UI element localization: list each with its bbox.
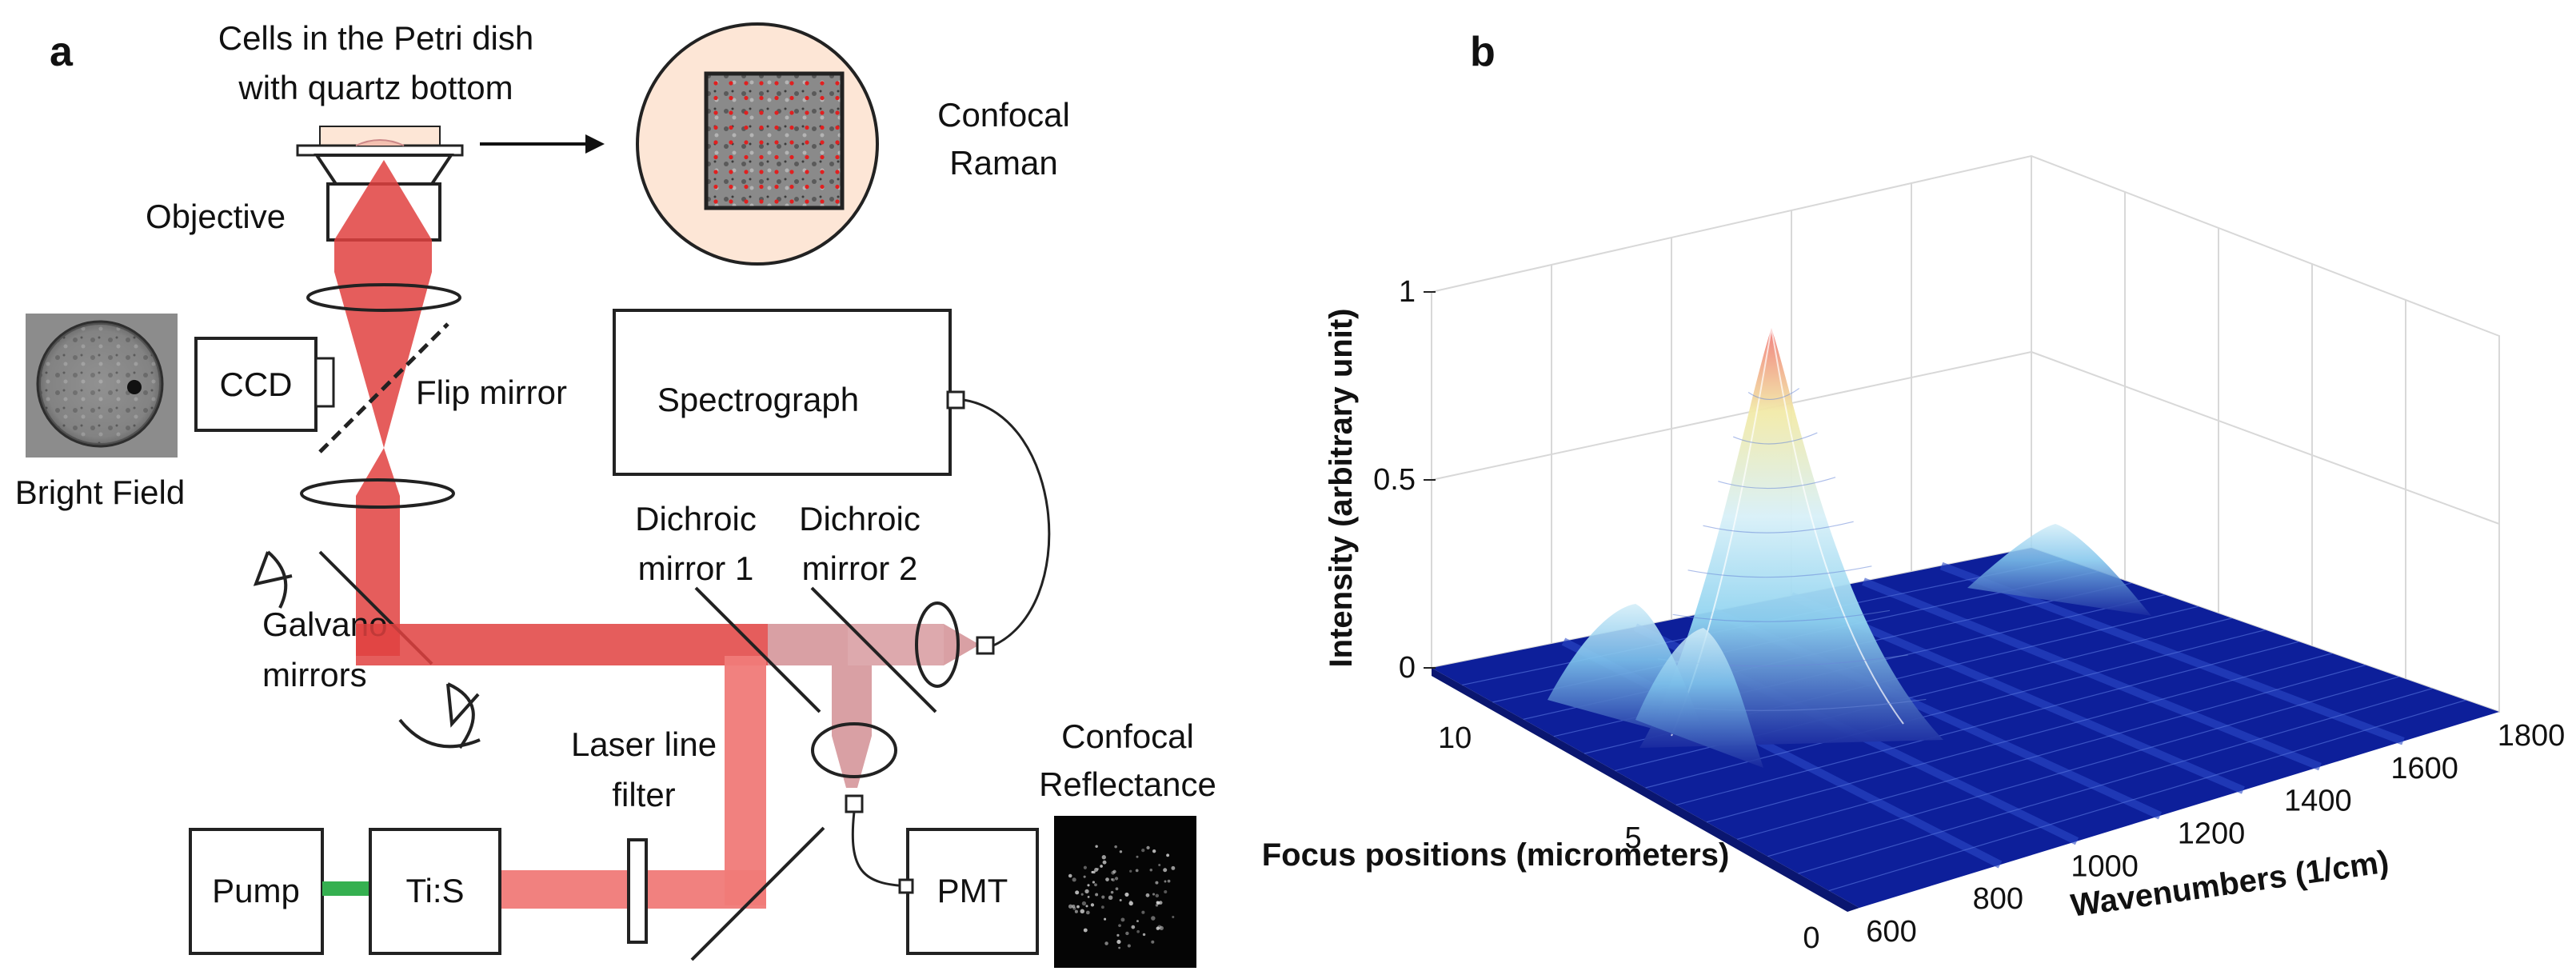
- z-tick-label: 1: [1399, 275, 1416, 309]
- spectrograph: [613, 309, 952, 476]
- panel-a: a Cells in the Petri dish with quartz bo…: [15, 19, 1216, 968]
- dichroic-mirror-1: [694, 586, 821, 713]
- spectro-lens: [915, 601, 960, 688]
- peak-1450: [1967, 524, 2151, 616]
- panel-b: b Intensity (arbit: [1262, 29, 2566, 955]
- pmt-lens: [811, 722, 897, 778]
- y-axis-label: Focus positions (micrometers): [1262, 837, 1730, 873]
- pmt-fiber: [851, 811, 909, 888]
- laser-vertical-beam: [725, 656, 766, 905]
- ccd-camera: [194, 337, 335, 432]
- turning-mirror: [690, 826, 825, 961]
- spectro-fiber-tip: [976, 636, 995, 655]
- reflectance-label-line2: Reflectance: [1039, 765, 1216, 803]
- z-axis-label: Intensity (arbitrary unit): [1324, 309, 1359, 668]
- ccd-label: CCD: [220, 366, 293, 403]
- dichroic-mirror-2: [810, 586, 937, 713]
- dichroic2-label-line1: Dichroic: [799, 500, 921, 537]
- tube-lens: [306, 283, 461, 312]
- spectral-surface: [1432, 327, 2499, 912]
- x-tick-label: 600: [1866, 915, 1916, 949]
- bright-field-label: Bright Field: [15, 474, 185, 511]
- z-tick-label: 0.5: [1373, 463, 1416, 497]
- horizontal-beam: [356, 624, 980, 665]
- flip-mirror-label: Flip mirror: [416, 374, 567, 411]
- tis-laser: [369, 828, 501, 955]
- x-tick-label: 1000: [2071, 849, 2139, 883]
- spectrograph-port: [946, 390, 965, 410]
- pmt-port: [898, 878, 914, 894]
- reflectance-label-line1: Confocal: [1061, 717, 1194, 755]
- filter-label-line2: filter: [612, 776, 675, 813]
- arrow-to-raman: [480, 134, 605, 154]
- x-tick-label: 1600: [2390, 752, 2458, 785]
- pump-laser: [189, 828, 324, 955]
- pump-link: [322, 881, 370, 896]
- pmt-detector: [906, 828, 1039, 955]
- x-tick-label: 800: [1973, 882, 2023, 916]
- objective-label: Objective: [146, 198, 286, 235]
- relay-lens: [300, 478, 455, 509]
- reflectance-image: [1054, 816, 1196, 968]
- sample-label-line2: with quartz bottom: [238, 69, 513, 106]
- vertical-beam: [334, 160, 432, 656]
- pmt-beam: [832, 665, 872, 788]
- bright-field-image: [26, 314, 178, 458]
- flip-mirror: [318, 322, 449, 454]
- x-tick-label: 1800: [2498, 719, 2566, 753]
- galvano-label-line2: mirrors: [262, 656, 367, 693]
- x-tick-label: 1200: [2178, 817, 2246, 851]
- spectro-fiber: [963, 398, 1051, 648]
- pmt-fiber-tip: [845, 794, 864, 813]
- x-tick-label: 1400: [2284, 785, 2352, 818]
- petri-dish: [296, 126, 464, 157]
- panel-a-letter: a: [50, 29, 74, 75]
- z-tick-label: 0: [1399, 651, 1416, 685]
- raman-map: [636, 22, 879, 266]
- peak-850: [1635, 628, 1763, 768]
- laser-line-filter: [627, 838, 648, 944]
- spectrograph-label: Spectrograph: [657, 381, 859, 418]
- tis-label: Ti:S: [405, 872, 464, 909]
- y-tick-label: 5: [1625, 821, 1642, 855]
- pump-label: Pump: [212, 872, 300, 909]
- dichroic2-label-line2: mirror 2: [802, 549, 918, 587]
- raman-label-line2: Raman: [949, 144, 1057, 182]
- dichroic1-label-line2: mirror 1: [638, 549, 754, 587]
- y-tick-label: 0: [1803, 921, 1819, 955]
- sample-label-line1: Cells in the Petri dish: [218, 19, 534, 57]
- panel-b-letter: b: [1470, 29, 1496, 75]
- dichroic1-label-line1: Dichroic: [635, 500, 757, 537]
- y-tick-label: 10: [1438, 721, 1472, 755]
- pmt-label: PMT: [937, 872, 1008, 909]
- raman-label-line1: Confocal: [937, 96, 1070, 134]
- filter-label-line1: Laser line: [571, 725, 717, 763]
